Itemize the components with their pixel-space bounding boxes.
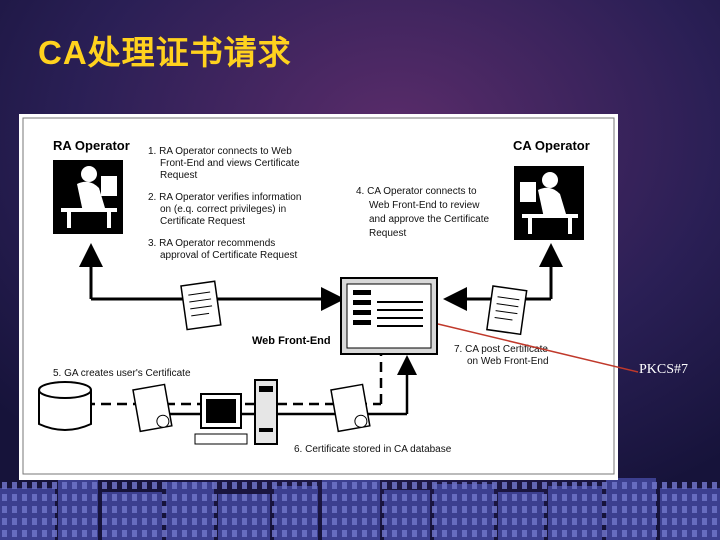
slide-title: CA处理证书请求 [38, 34, 292, 71]
step-5-text: 5. GA creates user's Certificate [53, 368, 191, 379]
step-7-line-2: on Web Front-End [467, 356, 549, 367]
ra-operator-label: RA Operator [53, 138, 130, 153]
step-2-line-1: 2. RA Operator verifies information [148, 192, 301, 203]
ca-request-diagram: RA Operator CA Operator 1. RA Operator c… [22, 117, 615, 475]
step-6-text: 6. Certificate stored in CA database [294, 444, 452, 455]
web-page-icon [340, 277, 438, 355]
step-4-line-3: and approve the Certificate [369, 214, 490, 225]
operator-icon [53, 160, 123, 234]
step-1-line-2: Front-End and views Certificate [160, 158, 300, 169]
ca-operator-label: CA Operator [513, 138, 590, 153]
computer-icon [194, 393, 248, 445]
database-icon [38, 381, 92, 431]
document-icon [486, 285, 528, 336]
step-7-line-1: 7. CA post Certificate [454, 344, 548, 355]
certificate-icon [132, 383, 173, 433]
pkcs7-label: PKCS#7 [639, 362, 689, 377]
operator-icon [514, 166, 584, 240]
step-3-line-2: approval of Certificate Request [160, 250, 298, 261]
step-4-line-4: Request [369, 228, 406, 239]
step-1-line-1: 1. RA Operator connects to Web [148, 146, 292, 157]
step-3-line-1: 3. RA Operator recommends [148, 238, 275, 249]
server-icon [254, 379, 278, 445]
step-2-line-2: on (e.q. correct privileges) in [160, 204, 286, 215]
diagram-panel: RA Operator CA Operator 1. RA Operator c… [19, 114, 618, 480]
web-front-end-label: Web Front-End [252, 335, 331, 347]
step-1-line-3: Request [160, 170, 197, 181]
step-2-line-3: Certificate Request [160, 216, 245, 227]
document-icon [180, 280, 222, 331]
certificate-icon [330, 383, 371, 433]
step-4-line-2: Web Front-End to review [369, 200, 480, 211]
step-4-line-1: 4. CA Operator connects to [356, 186, 477, 197]
